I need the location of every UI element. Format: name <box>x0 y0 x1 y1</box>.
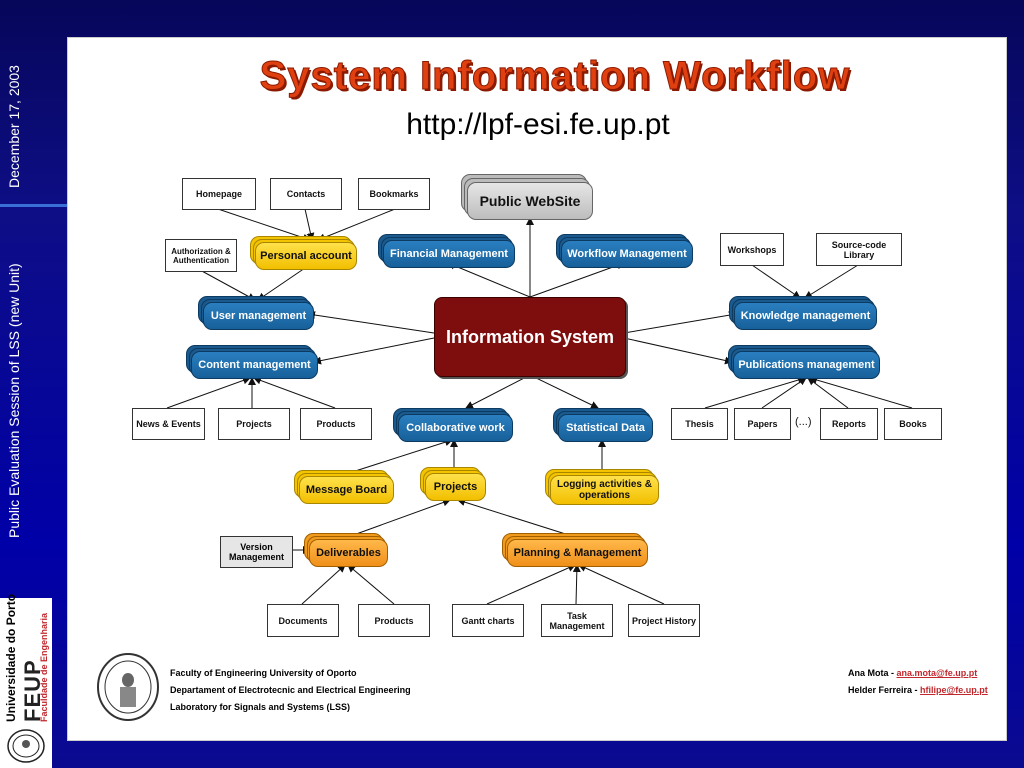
message-board-node: Message Board <box>294 470 394 504</box>
footer-line-2: Departament of Electrotecnic and Electri… <box>170 685 411 695</box>
statistical-data-node: Statistical Data <box>553 408 653 442</box>
thesis-node: Thesis <box>671 408 728 440</box>
university-seal-icon <box>7 729 45 763</box>
project-history-node: Project History <box>628 604 700 637</box>
task-management-node: Task Management <box>541 604 613 637</box>
bookmarks-node: Bookmarks <box>358 178 430 210</box>
content-management-node: Content management <box>186 345 318 379</box>
documents-node: Documents <box>267 604 339 637</box>
papers-node: Papers <box>734 408 791 440</box>
planning-management-node: Planning & Management <box>502 533 648 567</box>
financial-management-node: Financial Management <box>378 234 515 268</box>
knowledge-management-node: Knowledge management <box>729 296 877 330</box>
authorization-node: Authorization & Authentication <box>165 239 237 272</box>
footer-authors: Ana Mota - ana.mota@fe.up.pt Helder Ferr… <box>848 665 988 699</box>
personal-account-node: Personal account <box>250 236 357 270</box>
user-management-node: User management <box>198 296 314 330</box>
author-2-name: Helder Ferreira - <box>848 685 921 695</box>
workflow-management-node: Workflow Management <box>556 234 693 268</box>
gantt-charts-node: Gantt charts <box>452 604 524 637</box>
reports-node: Reports <box>820 408 878 440</box>
news-events-node: News & Events <box>132 408 205 440</box>
university-crest-icon <box>97 653 159 721</box>
projects-node: Projects <box>420 467 486 501</box>
contacts-node: Contacts <box>270 178 342 210</box>
products-content-node: Products <box>300 408 372 440</box>
source-code-library-node: Source-code Library <box>816 233 902 266</box>
author-2-email-link[interactable]: hfilipe@fe.up.pt <box>920 685 988 695</box>
sidebar-separator <box>0 204 68 207</box>
author-1-email-link[interactable]: ana.mota@fe.up.pt <box>896 668 978 678</box>
books-node: Books <box>884 408 942 440</box>
slide-canvas <box>68 38 1006 740</box>
logging-activities-node: Logging activities & operations <box>545 469 659 505</box>
deliverables-node: Deliverables <box>304 533 388 567</box>
projects-content-node: Projects <box>218 408 290 440</box>
slide-title: System Information Workflow <box>259 54 851 99</box>
slide-url[interactable]: http://lpf-esi.fe.up.pt <box>406 108 670 141</box>
information-system-node: Information System <box>434 297 626 377</box>
footer-line-1: Faculty of Engineering University of Opo… <box>170 668 357 678</box>
footer-line-3: Laboratory for Signals and Systems (LSS) <box>170 702 351 712</box>
homepage-node: Homepage <box>182 178 256 210</box>
version-management-node: Version Management <box>220 536 293 568</box>
author-1-name: Ana Mota - <box>848 668 897 678</box>
publications-management-node: Publications management <box>728 345 880 379</box>
more-publications-text: (...) <box>795 416 812 428</box>
public-website-node: Public WebSite <box>461 174 593 220</box>
products-deliverables-node: Products <box>358 604 430 637</box>
collaborative-work-node: Collaborative work <box>393 408 513 442</box>
workshops-node: Workshops <box>720 233 784 266</box>
footer-institution: Faculty of Engineering University of Opo… <box>170 665 411 716</box>
